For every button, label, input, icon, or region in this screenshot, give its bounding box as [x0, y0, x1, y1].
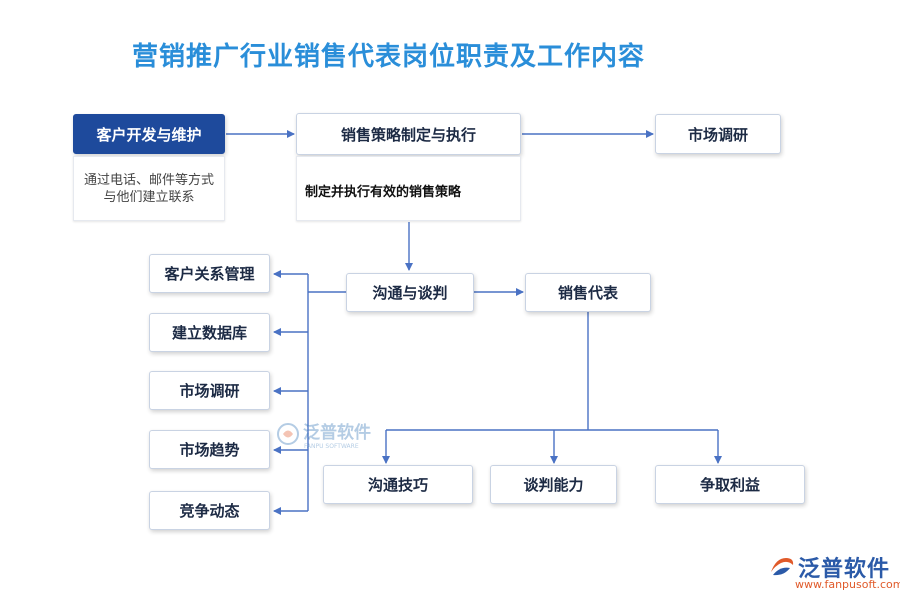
watermark-name: 泛普软件 [303, 423, 371, 443]
node-customer-development: 客户开发与维护 [73, 114, 225, 154]
node-sales-strategy-desc: 制定并执行有效的销售策略 [296, 156, 521, 221]
node-market-trend-label: 市场趋势 [179, 441, 240, 459]
watermark-sub: FANPU SOFTWARE [304, 443, 359, 450]
node-customer-relationship: 客户关系管理 [149, 254, 270, 293]
node-customer-relationship-label: 客户关系管理 [164, 265, 255, 283]
node-communication-skills: 沟通技巧 [323, 465, 473, 504]
brand-logo-url: www.fanpusoft.com [795, 578, 900, 591]
node-negotiation-ability-label: 谈判能力 [523, 476, 584, 494]
node-win-benefits-label: 争取利益 [699, 476, 760, 494]
node-negotiation-ability: 谈判能力 [490, 465, 617, 504]
node-win-benefits: 争取利益 [655, 465, 805, 504]
node-sales-representative-label: 销售代表 [557, 284, 618, 302]
node-sales-strategy-label: 销售策略制定与执行 [340, 125, 476, 144]
node-build-database: 建立数据库 [149, 313, 270, 352]
node-sales-strategy: 销售策略制定与执行 [296, 113, 521, 155]
diagram-title: 营销推广行业销售代表岗位职责及工作内容 [132, 42, 646, 72]
node-sales-representative: 销售代表 [525, 273, 651, 312]
node-build-database-label: 建立数据库 [171, 324, 247, 342]
brand-logo-icon [771, 558, 794, 576]
node-market-trend: 市场趋势 [149, 430, 270, 469]
node-communication-label: 沟通与谈判 [372, 284, 448, 302]
node-communication-negotiation: 沟通与谈判 [346, 273, 474, 312]
node-market-research-top: 市场调研 [655, 114, 781, 154]
brand-logo: 泛普软件 [768, 551, 890, 583]
node-competition-dynamics: 竞争动态 [149, 491, 270, 530]
watermark: 泛普软件 FANPU SOFTWARE [276, 418, 371, 450]
brand-logo-name: 泛普软件 [798, 557, 891, 582]
node-market-research-top-label: 市场调研 [687, 125, 748, 144]
node-communication-skills-label: 沟通技巧 [367, 476, 428, 494]
node-customer-development-label: 客户开发与维护 [96, 125, 202, 144]
watermark-logo-icon [277, 423, 299, 445]
node-competition-dynamics-label: 竞争动态 [179, 502, 240, 520]
node-market-research-label: 市场调研 [179, 382, 240, 400]
node-market-research: 市场调研 [149, 371, 270, 410]
node-customer-development-desc: 通过电话、邮件等方式 与他们建立联系 [73, 156, 225, 221]
